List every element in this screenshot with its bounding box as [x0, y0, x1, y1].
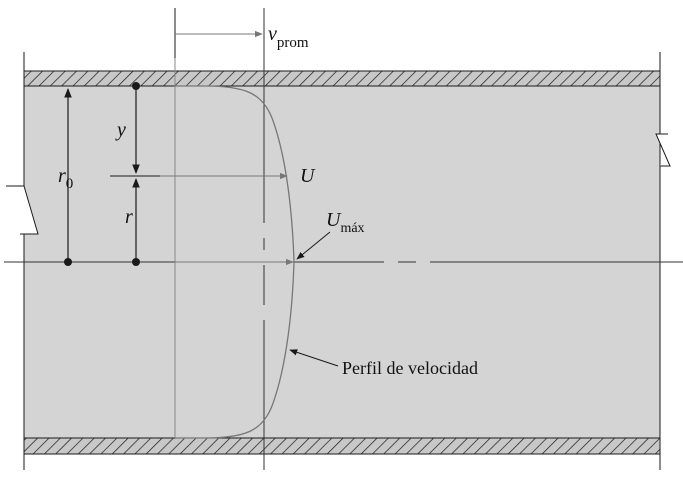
- center-reference-dot: [132, 258, 140, 266]
- y-label: y: [115, 119, 126, 141]
- pipe-wall-top: [23, 70, 661, 87]
- r0-label: r0: [58, 165, 73, 192]
- r-label: r: [125, 206, 133, 228]
- left-break-symbol: [6, 185, 39, 235]
- pipe-wall-bottom: [23, 437, 661, 455]
- profile-pointer: [289, 349, 339, 367]
- radius-origin-dot: [64, 258, 72, 266]
- average-velocity-label: vprom: [268, 23, 309, 51]
- right-break-symbol: [655, 133, 671, 167]
- max-velocity-label: Umáx: [326, 209, 365, 236]
- velocity-profile-label: Perfil de velocidad: [342, 358, 478, 378]
- local-velocity-label: U: [300, 165, 316, 187]
- velocity-profile-curve: [175, 85, 295, 439]
- max-velocity-pointer: [296, 231, 331, 260]
